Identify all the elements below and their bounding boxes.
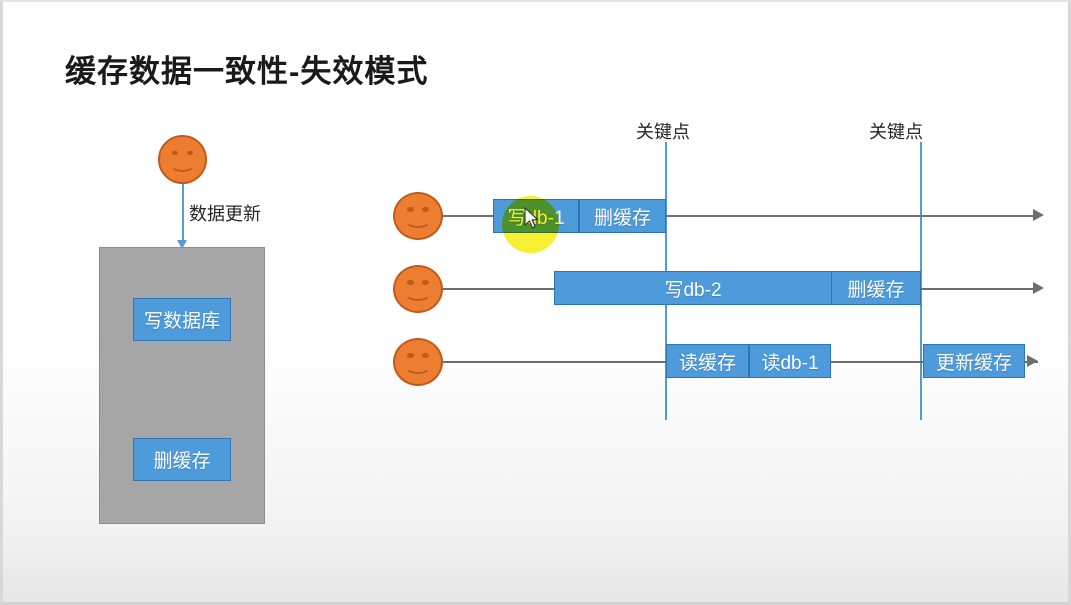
timeline-arrow-head-row-1-icon (1033, 209, 1044, 221)
timeline-box-row-1-delete-cache[interactable]: 删缓存 (579, 199, 666, 233)
eye-left-icon (407, 353, 414, 359)
smile-icon (405, 213, 431, 229)
keypoint-label-1: 关键点 (636, 122, 690, 142)
step-box-delete-cache[interactable]: 删缓存 (133, 438, 231, 481)
timeline-box-row-2-write-db-2[interactable]: 写db-2 (554, 271, 832, 305)
data-update-arrow-head-icon (177, 240, 187, 249)
smile-icon (405, 286, 431, 302)
data-update-label: 数据更新 (189, 204, 261, 224)
timeline-box-row-3-read-cache[interactable]: 读缓存 (666, 344, 749, 378)
eye-right-icon (422, 207, 429, 213)
smile-icon (405, 359, 431, 375)
user-face-row-2 (393, 265, 443, 313)
eye-right-icon (422, 353, 429, 359)
eye-left-icon (407, 207, 414, 213)
timeline-arrow-head-row-3-icon (1027, 355, 1038, 367)
timeline-box-row-3-read-db-1[interactable]: 读db-1 (749, 344, 831, 378)
step-box-write-db[interactable]: 写数据库 (133, 298, 231, 341)
timeline-arrow-head-row-2-icon (1033, 282, 1044, 294)
eye-left-icon (407, 280, 414, 286)
keypoint-line-2 (920, 142, 922, 420)
page-title: 缓存数据一致性-失效模式 (65, 54, 429, 89)
user-face-row-1 (393, 192, 443, 240)
keypoint-label-2: 关键点 (869, 122, 923, 142)
timeline-box-row-1-write-db-1[interactable]: 写db-1 (493, 199, 579, 233)
smile-icon (169, 157, 196, 173)
timeline-box-row-3-update-cache[interactable]: 更新缓存 (923, 344, 1025, 378)
eye-left-icon (172, 150, 179, 156)
timeline-line-row-1 (441, 215, 1038, 217)
data-update-arrow-line (182, 184, 184, 242)
timeline-box-row-2-delete-cache[interactable]: 删缓存 (831, 271, 921, 305)
service-panel (99, 247, 265, 524)
eye-right-icon (422, 280, 429, 286)
eye-right-icon (186, 150, 193, 156)
user-face-row-3 (393, 338, 443, 386)
user-face-left (158, 135, 207, 184)
